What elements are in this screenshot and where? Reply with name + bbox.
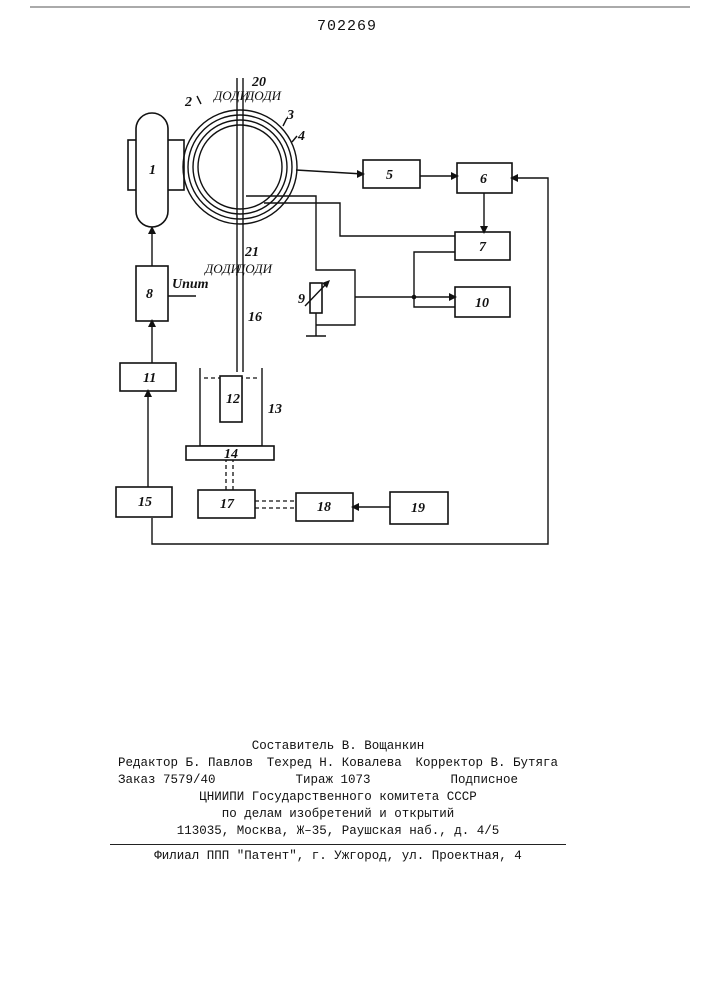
address: 113035, Москва, Ж–35, Раушская наб., д. …: [118, 823, 558, 840]
label-16: 16: [248, 310, 262, 325]
corrector: Корректор В. Бутяга: [415, 755, 558, 772]
order-row: Заказ 7579/40 Тираж 1073 Подписное: [118, 772, 558, 789]
label-13: 13: [268, 402, 282, 417]
branch: Филиал ППП "Патент", г. Ужгород, ул. Про…: [118, 848, 558, 865]
circuit-diagram: 1 2 3 4 20 ДОДИ ДОДИ 21 ДОДИ ДОДИ 16 12 …: [0, 0, 707, 720]
editor: Редактор Б. Павлов: [118, 755, 253, 772]
label-7: 7: [479, 240, 487, 255]
ring-2: [193, 120, 287, 214]
order: Заказ 7579/40: [118, 772, 216, 789]
circulation: Тираж 1073: [296, 772, 371, 789]
ring-4: [183, 110, 297, 224]
label-6: 6: [480, 172, 487, 187]
label-4: 4: [297, 129, 305, 144]
label-19: 19: [411, 501, 425, 516]
bearing-top-left: ДОДИ: [212, 88, 250, 103]
label-8: 8: [146, 287, 153, 302]
label-14: 14: [224, 447, 238, 462]
footer-rule: [110, 844, 566, 845]
label-1: 1: [149, 163, 156, 178]
techred: Техред Н. Ковалева: [267, 755, 402, 772]
wire-ring-7: [264, 203, 455, 236]
supply-label: Uпит: [172, 277, 209, 292]
bearing-bottom-right: ДОДИ: [235, 261, 273, 276]
label-3: 3: [286, 108, 294, 123]
compiler-line: Составитель В. Вощанкин: [118, 738, 558, 755]
label-17: 17: [220, 497, 235, 512]
label-10: 10: [475, 296, 489, 311]
label-21: 21: [244, 245, 259, 260]
label-2: 2: [184, 95, 192, 110]
label-11: 11: [143, 371, 156, 386]
colophon: Составитель В. Вощанкин Редактор Б. Павл…: [118, 738, 558, 865]
credits-row: Редактор Б. Павлов Техред Н. Ковалева Ко…: [118, 755, 558, 772]
department: по делам изобретений и открытий: [118, 806, 558, 823]
label-12: 12: [226, 392, 240, 407]
subscription: Подписное: [450, 772, 518, 789]
institute: ЦНИИПИ Государственного комитета СССР: [118, 789, 558, 806]
label-5: 5: [386, 168, 393, 183]
label-15: 15: [138, 495, 152, 510]
bearing-top-right: ДОДИ: [244, 88, 282, 103]
bearing-bottom-left: ДОДИ: [203, 261, 241, 276]
label-18: 18: [317, 500, 331, 515]
label-9: 9: [298, 292, 305, 307]
